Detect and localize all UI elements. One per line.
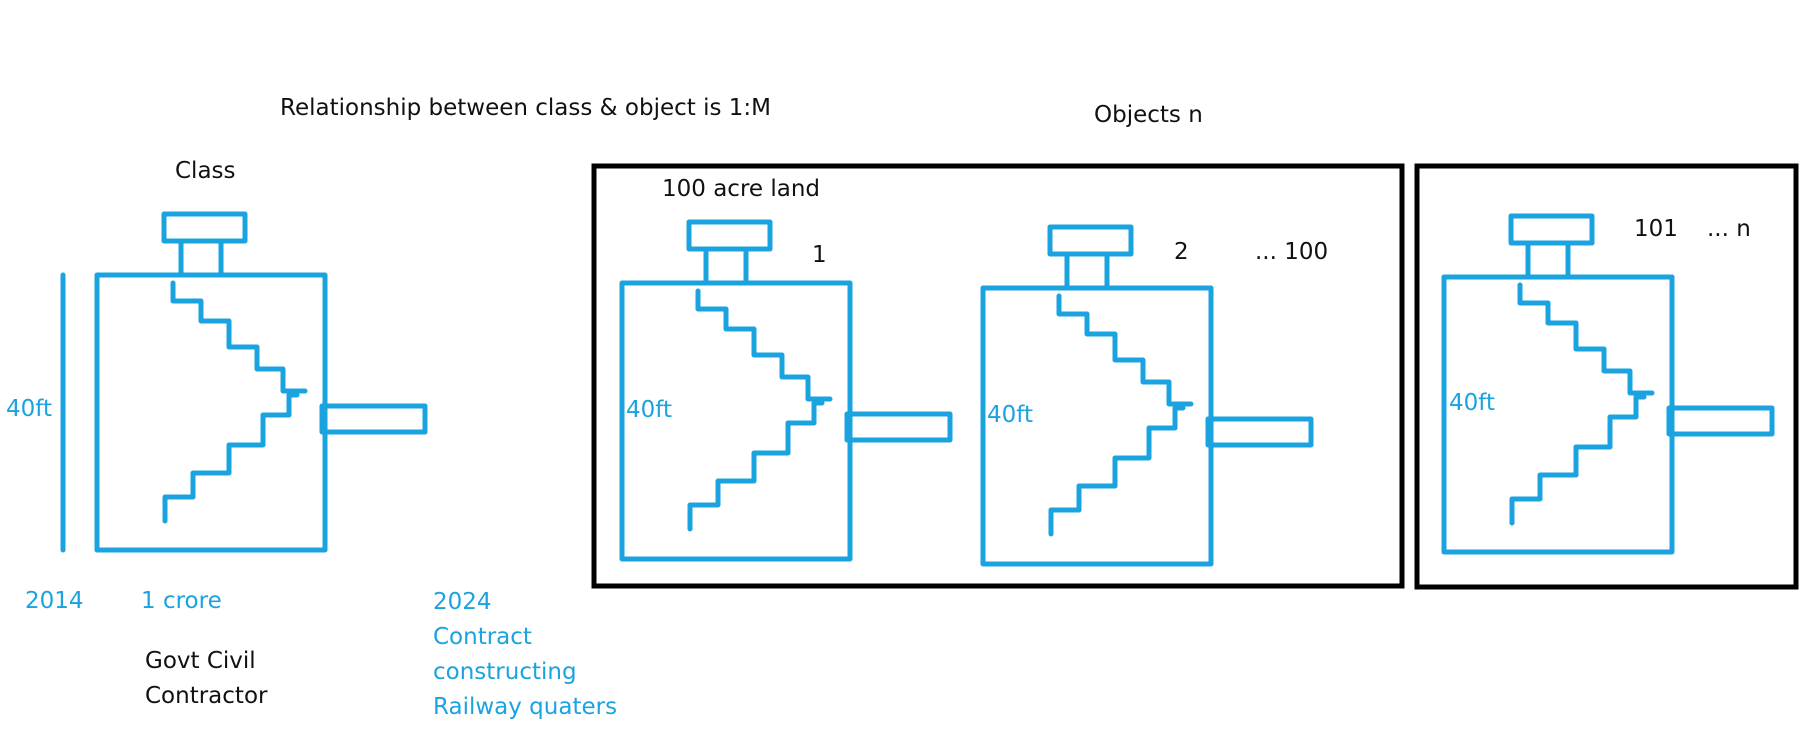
objects-heading: Objects n	[1094, 102, 1203, 128]
object-number-101: 101	[1634, 216, 1678, 242]
object-101-building	[1441, 213, 1775, 555]
class-building	[94, 211, 428, 553]
chimney-cap	[1508, 213, 1595, 246]
lower-staircase	[1048, 405, 1186, 537]
cost-label: 1 crore	[141, 588, 222, 614]
side-ledge	[319, 403, 428, 435]
land-boundary-box	[591, 163, 1405, 589]
object-number-1: 1	[812, 242, 827, 268]
object-101-height-label: 40ft	[1449, 390, 1495, 416]
upper-staircase	[170, 280, 308, 394]
end-year: 2024	[433, 589, 492, 615]
contractor-line-2: Contractor	[145, 683, 268, 709]
object-number-100: ... 100	[1255, 239, 1329, 265]
building-body	[94, 272, 328, 553]
lower-staircase	[162, 392, 300, 524]
relationship-heading: Relationship between class & object is 1…	[280, 95, 772, 121]
side-ledge	[844, 411, 953, 443]
object-number-n: ... n	[1707, 216, 1751, 242]
upper-staircase	[1517, 282, 1655, 396]
contract-note-line-3: Railway quaters	[433, 694, 618, 720]
building-body	[1441, 274, 1675, 555]
object-2-height-label: 40ft	[987, 402, 1033, 428]
lower-staircase	[1509, 394, 1647, 526]
building-body	[619, 280, 853, 562]
class-label: Class	[175, 158, 236, 184]
chimney-cap	[161, 211, 248, 244]
contractor-line-1: Govt Civil	[145, 648, 256, 674]
class-height-label: 40ft	[6, 396, 52, 422]
side-ledge	[1666, 405, 1775, 437]
contract-note-line-2: constructing	[433, 659, 577, 685]
object-1-building	[619, 219, 953, 562]
upper-staircase	[1056, 293, 1194, 407]
side-ledge	[1205, 416, 1314, 448]
object-2-building	[980, 224, 1314, 567]
object-number-2: 2	[1174, 239, 1189, 265]
lower-staircase	[687, 400, 825, 532]
contract-note-line-1: Contract	[433, 624, 532, 650]
start-year: 2014	[25, 588, 84, 614]
object-1-height-label: 40ft	[626, 397, 672, 423]
building-body	[980, 285, 1214, 567]
land-label: 100 acre land	[662, 176, 821, 202]
upper-staircase	[695, 288, 833, 402]
chimney-cap	[686, 219, 773, 252]
chimney-cap	[1047, 224, 1134, 257]
extra-objects-box	[1414, 163, 1799, 590]
